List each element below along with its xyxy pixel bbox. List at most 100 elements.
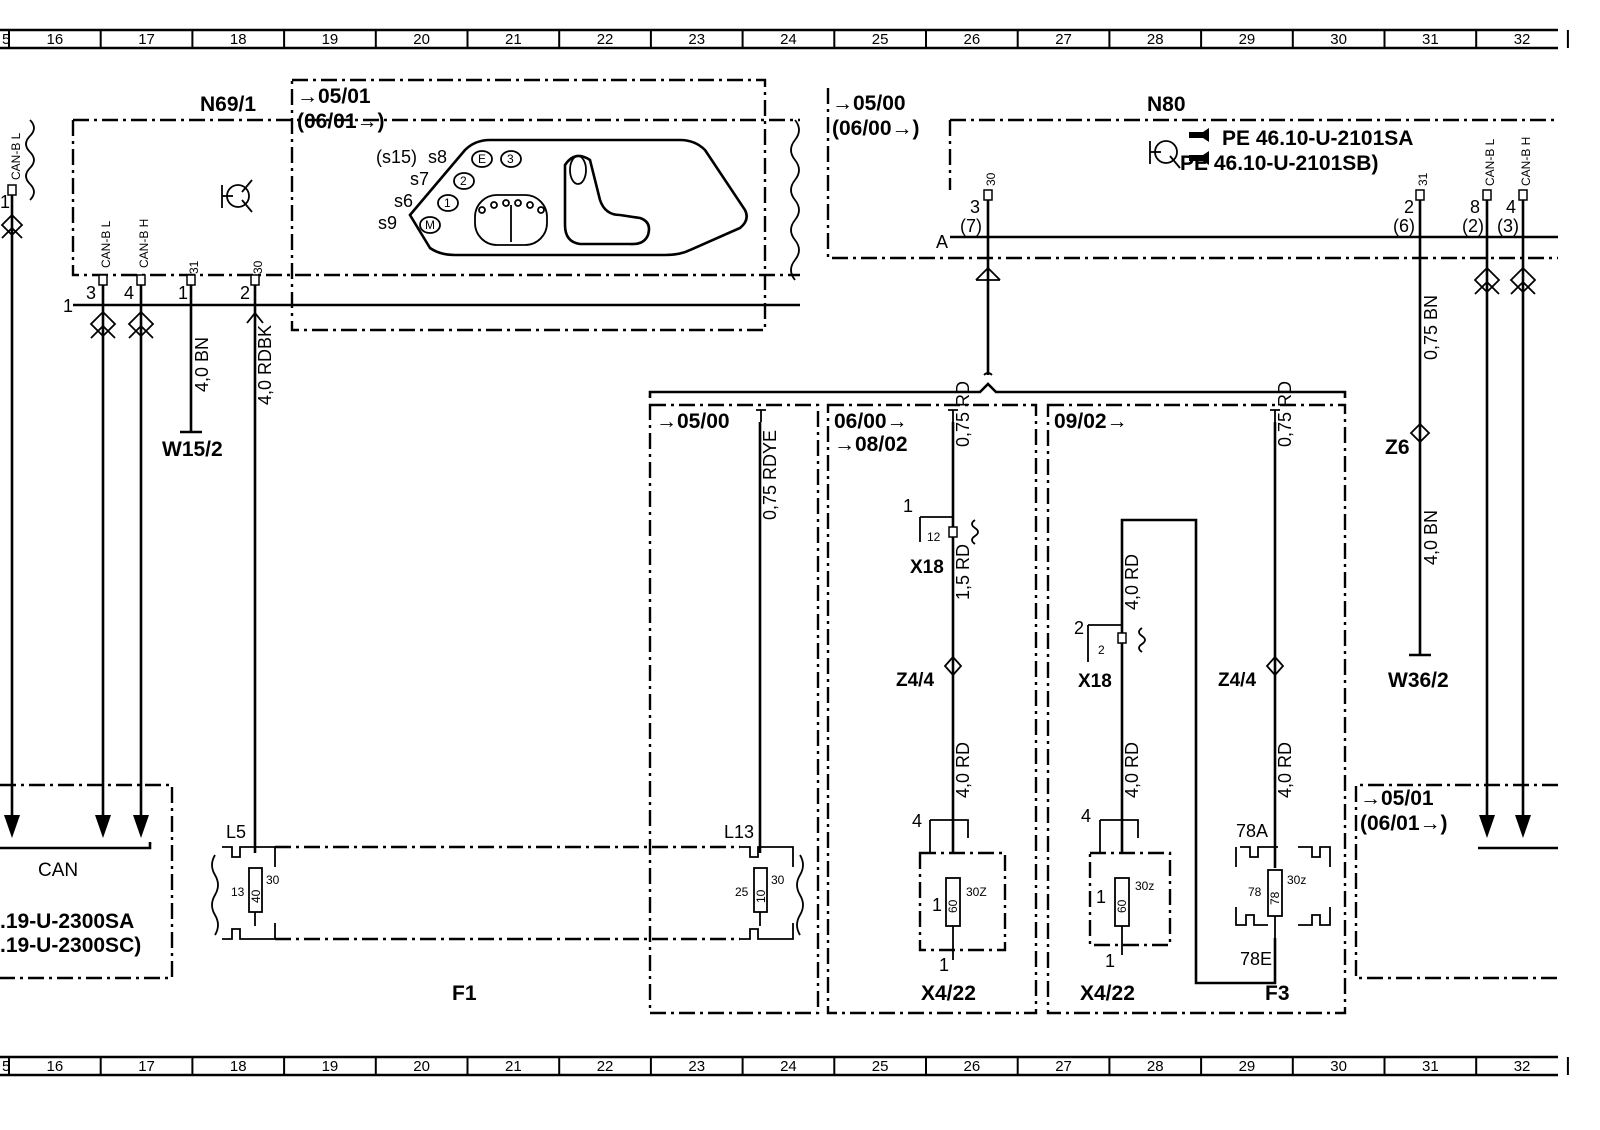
variant-box-f1: →05/00 0,75 RDYE <box>648 403 820 1015</box>
n80-pin-8: 8 <box>1470 197 1480 217</box>
wire-4-0-rd-b: 4,0 RD <box>1122 554 1142 610</box>
seat-key-2: 2 <box>460 174 467 188</box>
wire-0-75-bn: 0,75 BN <box>1421 295 1441 360</box>
n80-pin-2-alt: (6) <box>1393 216 1415 236</box>
n80-pin-8-alt: (2) <box>1462 216 1484 236</box>
w36-label: W36/2 <box>1388 669 1449 692</box>
wire-1-5-rd: 1,5 RD <box>953 544 973 600</box>
f3-rating-78: 78 <box>1268 891 1282 905</box>
f3-term-30z: 30z <box>1287 873 1306 887</box>
variant-mid-line1: 06/00→ <box>834 410 908 433</box>
left-partial-can: CAN-B L 1 <box>0 119 35 838</box>
variant-mid-line2: →08/02 <box>834 433 908 456</box>
ruler-partial-bottom: 5 <box>2 1058 10 1075</box>
pin-l13: L13 <box>724 822 754 842</box>
wire-4-0-rd-c: 4,0 RD <box>1122 742 1142 798</box>
ruler-column-label: 22 <box>597 1058 614 1075</box>
seat-label-s9: s9 <box>378 213 397 233</box>
wire-4-0-bn: 4,0 BN <box>1421 510 1441 565</box>
f1-slot-25: 25 <box>735 885 749 899</box>
pointing-hand-icon <box>1189 128 1209 165</box>
x4r-term-30z: 30z <box>1135 879 1154 893</box>
f3-pin-78a: 78A <box>1236 821 1268 841</box>
n69-term-31: 31 <box>187 260 201 274</box>
variant-box-mid: 06/00→ →08/02 0,75 RD 1 12 X18 1,5 RD Z4… <box>826 381 1038 1015</box>
can-label: CAN <box>38 860 78 881</box>
wire-rdbk: 4,0 RDBK <box>246 285 275 853</box>
fuse-icon <box>248 867 263 926</box>
x4l-pin-4: 4 <box>912 811 922 831</box>
wire-4-0-rd-d: 4,0 RD <box>1275 742 1295 798</box>
f1-fuse-box: L5 13 40 30 L13 25 10 30 F1 <box>211 822 804 1005</box>
x18-lower-label: X18 <box>1078 671 1112 692</box>
n80-can-b-l: CAN-B L <box>1483 138 1497 186</box>
x4l-term-30z: 30Z <box>966 885 987 899</box>
ruler-column-label: 27 <box>1055 31 1072 48</box>
n69-validity-from: →05/01 <box>297 85 371 108</box>
top-ruler <box>0 28 1558 50</box>
f1-rating-10: 10 <box>754 889 768 903</box>
ruler-column-label: 23 <box>688 1058 705 1075</box>
x18u-pin-1: 1 <box>903 496 913 516</box>
n69-can-b-l: CAN-B L <box>99 220 113 268</box>
n80-pin-2: 2 <box>1404 197 1414 217</box>
x422-right-label: X4/22 <box>1080 982 1135 1005</box>
n80-term-30: 30 <box>984 172 998 186</box>
bottom-ruler <box>0 1055 1558 1077</box>
ruler-column-label: 20 <box>413 1058 430 1075</box>
wire-4-0-rdbk: 4,0 RDBK <box>255 325 275 405</box>
n80-term-31: 31 <box>1416 172 1430 186</box>
ruler-column-label: 31 <box>1422 31 1439 48</box>
ruler-column-label: 32 <box>1514 1058 1531 1075</box>
n69-pin-3: 3 <box>86 283 96 303</box>
ground-point-icon <box>1265 655 1285 677</box>
seat-label-s8: s8 <box>428 147 447 167</box>
x4r-pin-1: 1 <box>1096 887 1106 907</box>
br-validity-until: (06/01→) <box>1360 812 1448 835</box>
f1-slot-13: 13 <box>231 885 245 899</box>
ground-point-icon <box>1409 422 1431 444</box>
z6-label: Z6 <box>1385 436 1410 459</box>
ruler-column-label: 17 <box>138 1058 155 1075</box>
pe-ref-sb: PE 46.10-U-2101SB) <box>1180 152 1378 175</box>
ruler-column-label: 25 <box>872 31 889 48</box>
ruler-column-label: 21 <box>505 1058 522 1075</box>
pin-l5: L5 <box>226 822 246 842</box>
x18l-pin-2b: 2 <box>1098 643 1105 657</box>
ruler-column-label: 19 <box>322 1058 339 1075</box>
pe-ref-sa: PE 46.10-U-2101SA <box>1222 127 1413 150</box>
n69-pin-4: 4 <box>124 283 134 303</box>
n69-validity-box: →05/01 (06/01→) <box>290 78 767 332</box>
f1-label: F1 <box>452 982 477 1005</box>
left-pin-1: 1 <box>0 192 10 212</box>
seat-icon <box>563 154 651 246</box>
br-validity-from: →05/01 <box>1360 787 1434 810</box>
z44-left-label: Z4/4 <box>896 670 934 691</box>
n80-control-unit: →05/00 (06/00→) N80 PE 46.10-U-2101SA PE… <box>826 88 1558 260</box>
f1-term-30b: 30 <box>771 873 785 887</box>
f1-term-30a: 30 <box>266 873 280 887</box>
n69-validity-until: (06/01→) <box>297 110 385 133</box>
n80-label: N80 <box>1147 93 1186 116</box>
ruler-column-label: 31 <box>1422 1058 1439 1075</box>
ruler-column-label: 30 <box>1330 1058 1347 1075</box>
ruler-column-label: 29 <box>1239 1058 1256 1075</box>
n80-can-wires <box>1473 200 1537 838</box>
ruler-column-label: 29 <box>1239 31 1256 48</box>
x4l-pin-1b: 1 <box>939 955 949 975</box>
variant-f1-from: →05/00 <box>656 410 730 433</box>
ruler-column-label: 24 <box>780 31 797 48</box>
n80-connector-a: A <box>936 232 948 252</box>
ruler-partial-top: 5 <box>2 31 10 48</box>
seat-key-1: 1 <box>444 196 451 210</box>
n69-connector-number: 1 <box>63 296 73 316</box>
x18-upper-label: X18 <box>910 557 944 578</box>
ground-w36: 0,75 BN 4,0 BN Z6 W36/2 <box>1385 200 1449 692</box>
n80-validity-until: (06/00→) <box>832 117 920 140</box>
ruler-column-label: 26 <box>964 31 981 48</box>
seat-key-m: M <box>425 218 435 232</box>
f3-label: F3 <box>1265 982 1290 1005</box>
seat-label-s15: (s15) <box>376 147 417 167</box>
bottom-right-box: →05/01 (06/01→) <box>1354 783 1558 980</box>
